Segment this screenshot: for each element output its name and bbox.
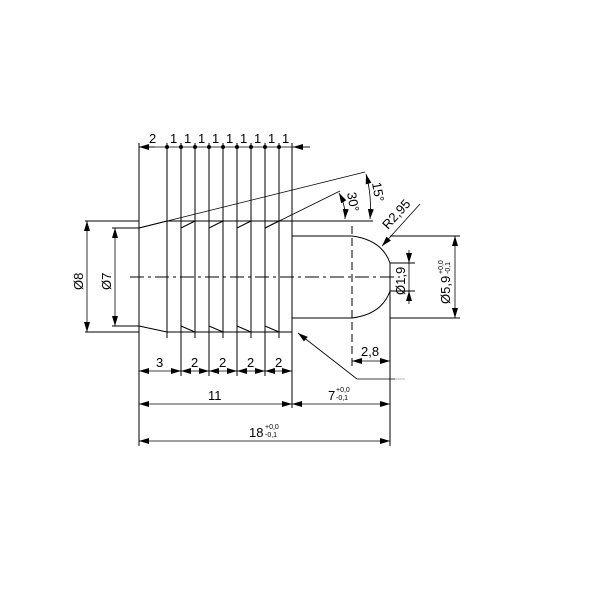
tip-diameter-dimension: Ø1,9	[393, 250, 412, 304]
tip-diameter-label: Ø1,9	[393, 267, 408, 295]
top-dim-3: 1	[198, 131, 205, 146]
pin-length-label: 7	[328, 388, 335, 403]
total-length-upper-tol: +0,0	[265, 424, 279, 431]
top-dim-0: 2	[149, 131, 156, 146]
outer-diameter-dimension: Ø8 Ø7	[71, 221, 118, 332]
bottom-dim-0: 3	[156, 355, 163, 370]
top-dim-4: 1	[212, 131, 219, 146]
radius-label: R2,95	[379, 196, 413, 232]
outer-diameter-label: Ø8	[71, 273, 86, 290]
top-dim-5: 1	[226, 131, 233, 146]
bottom-dimension-chain: 3 2 2 2 2 11 7 +0,0 -0,1 18 +0,0 -0,1 2,…	[139, 344, 390, 444]
top-dim-9: 1	[282, 131, 289, 146]
angle-dimensions: 15° 30°	[138, 171, 387, 229]
bottom-dim-2: 2	[219, 355, 226, 370]
top-dim-8: 1	[268, 131, 275, 146]
length-11-label: 11	[208, 388, 222, 403]
pin-diameter-lower-tol: -0,1	[445, 262, 452, 274]
pin-diameter-label: Ø5,9	[438, 276, 453, 304]
radius-dimension: R2,95	[379, 196, 421, 247]
bottom-dim-1: 2	[191, 355, 198, 370]
top-dim-6: 1	[240, 131, 247, 146]
total-length-lower-tol: -0,1	[265, 432, 277, 439]
bottom-dim-4: 2	[275, 355, 282, 370]
total-length-label: 18	[249, 425, 263, 440]
leader-line	[297, 332, 405, 380]
top-dim-7: 1	[254, 131, 261, 146]
section-lines	[138, 143, 293, 446]
angle-30-label: 30°	[344, 191, 362, 213]
bottom-dim-3: 2	[247, 355, 254, 370]
top-dim-2: 1	[184, 131, 191, 146]
inner-diameter-label: Ø7	[99, 273, 114, 290]
top-dimension-chain: 2 1 1 1 1 1 1 1 1 1	[139, 131, 310, 150]
pin-diameter-dimension: Ø5,9 +0,0 -0,1	[438, 236, 458, 318]
pin-length-upper-tol: +0,0	[336, 387, 350, 394]
angle-15-label: 15°	[369, 181, 387, 203]
pin-diameter-upper-tol: +0,0	[438, 260, 445, 274]
pin-length-lower-tol: -0,1	[336, 395, 348, 402]
pin	[292, 226, 460, 446]
top-dim-1: 1	[170, 131, 177, 146]
body-outline	[85, 220, 373, 333]
dome-length-label: 2,8	[361, 344, 379, 359]
